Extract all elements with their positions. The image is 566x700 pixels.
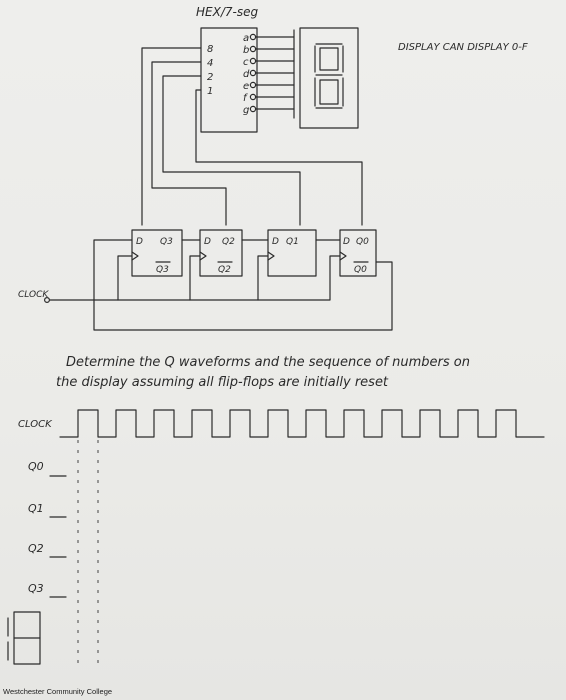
- decoder-title: HEX/7-seg: [196, 5, 258, 19]
- decoder-input-4: 4: [207, 58, 213, 69]
- flipflop-0: D Q0 Q0: [339, 229, 377, 277]
- clock-waveform: [59, 409, 545, 438]
- timing-row-q3-label: Q3: [28, 582, 44, 595]
- ff0-qbar-label: Q0: [354, 265, 367, 275]
- ff0-q-label: Q0: [356, 237, 369, 247]
- ff3-qbar-label: Q3: [156, 265, 169, 275]
- ff1-q-label: Q1: [286, 237, 299, 247]
- ff3-q-label: Q3: [160, 237, 173, 247]
- decoder-input-8: 8: [207, 44, 213, 55]
- flipflop-3: D Q3 Q3: [131, 229, 183, 277]
- ff2-qbar-label: Q2: [218, 265, 231, 275]
- ff2-d-label: D: [204, 237, 211, 247]
- ff1-d-label: D: [272, 237, 279, 247]
- timing-row-q2-label: Q2: [28, 542, 44, 555]
- chain-wires: [49, 239, 393, 331]
- decoder-output-a: a: [243, 33, 249, 44]
- display-note: DISPLAY CAN DISPLAY 0-F: [398, 42, 528, 53]
- ff3-d-label: D: [136, 237, 143, 247]
- decoder-output-lines: [249, 29, 295, 119]
- timing-row-q0-label: Q0: [28, 460, 44, 473]
- timing-clock-label: CLOCK: [18, 419, 53, 430]
- decoder-output-c: c: [243, 57, 249, 68]
- decoder-output-f: f: [243, 93, 248, 104]
- clock-input-terminal: [43, 297, 50, 304]
- footer-credit: Westchester Community College: [3, 687, 113, 696]
- ff0-d-label: D: [343, 237, 350, 247]
- clock-input-label: CLOCK: [18, 290, 49, 300]
- flipflop-2: D Q2 Q2: [199, 229, 243, 277]
- seven-segment-display: [299, 27, 359, 129]
- question-line-1: Determine the Q waveforms and the sequen…: [66, 355, 470, 370]
- question-line-2: the display assuming all flip-flops are …: [56, 375, 389, 390]
- display-sequence-sketch: [7, 611, 41, 665]
- decoder-box: [200, 27, 258, 133]
- decoder-output-g: g: [243, 105, 249, 116]
- decoder-input-2: 2: [207, 72, 213, 83]
- decoder-output-d: d: [243, 69, 250, 80]
- decoder-output-e: e: [243, 81, 249, 92]
- feedback-wires: [141, 47, 363, 226]
- decoder-output-b: b: [243, 45, 249, 56]
- timing-row-q1-label: Q1: [28, 502, 44, 515]
- flipflop-1: D Q1: [267, 229, 317, 277]
- ff2-q-label: Q2: [222, 237, 235, 247]
- decoder-input-1: 1: [207, 86, 213, 97]
